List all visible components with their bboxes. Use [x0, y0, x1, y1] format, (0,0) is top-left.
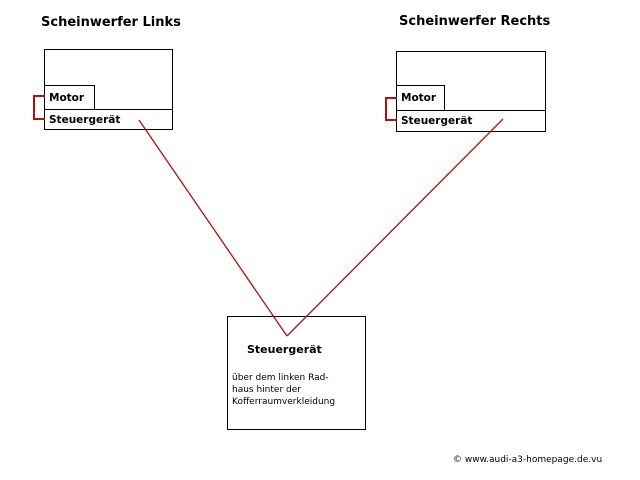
left-motor-link — [33, 95, 45, 120]
left-headlight-title: Scheinwerfer Links — [41, 15, 181, 30]
right-controller-label: Steuergerät — [396, 110, 546, 132]
description-line-1: über dem linken Rad- — [232, 373, 329, 383]
central-controller-title: Steuergerät — [247, 343, 322, 356]
description-line-2: haus hinter der — [232, 385, 301, 395]
left-controller-label: Steuergerät — [44, 109, 173, 130]
wire-left — [138, 119, 288, 337]
central-controller-description: über dem linken Rad- haus hinter der Kof… — [232, 372, 352, 408]
right-motor-label: Motor — [396, 85, 445, 111]
description-line-3: Kofferraumverkleidung — [232, 397, 336, 407]
wire-right — [286, 118, 504, 337]
central-controller-box — [227, 316, 366, 430]
copyright-text: © www.audi-a3-homepage.de.vu — [453, 455, 603, 465]
right-motor-link — [385, 97, 397, 121]
right-headlight-title: Scheinwerfer Rechts — [399, 14, 551, 29]
